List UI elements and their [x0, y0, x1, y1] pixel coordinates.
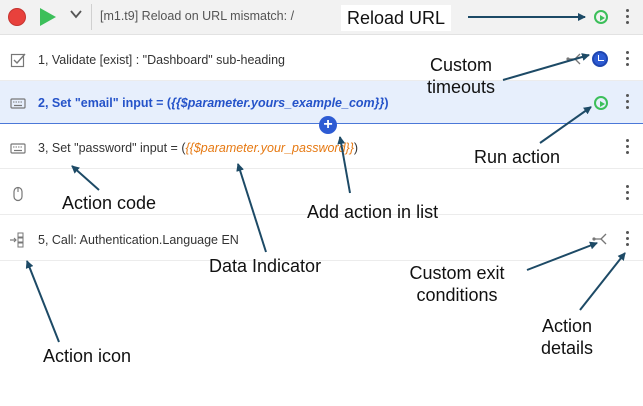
- exit-conditions-icon[interactable]: [566, 52, 582, 66]
- callout-reload-url: Reload URL: [341, 5, 452, 31]
- mouse-icon: [13, 186, 23, 202]
- data-indicator: {{$parameter.yours_example_com}}: [171, 96, 385, 110]
- action-menu-icon[interactable]: [624, 185, 630, 203]
- action-menu-icon[interactable]: [624, 231, 630, 249]
- callout-line: Custom exit: [409, 263, 505, 283]
- action-row-1[interactable]: 1, Validate [exist] : "Dashboard" sub-he…: [0, 38, 643, 81]
- action-code: 2, Set "email" input = (: [38, 96, 172, 110]
- action-text: 3, Set "password" input = ({{$parameter.…: [38, 141, 358, 155]
- chevron-down-icon[interactable]: [68, 6, 84, 22]
- add-action-button[interactable]: +: [319, 116, 337, 134]
- callout-line: details: [540, 338, 594, 358]
- callout-run-action: Run action: [474, 147, 561, 167]
- action-menu-icon[interactable]: [624, 51, 630, 69]
- keyboard-icon: [10, 98, 26, 109]
- timeout-icon[interactable]: [592, 51, 608, 67]
- callout-data-indicator: Data Indicator: [209, 256, 322, 276]
- callout-add-action: Add action in list: [307, 202, 439, 222]
- action-row-4[interactable]: [0, 172, 643, 215]
- play-icon[interactable]: [40, 8, 56, 26]
- action-text: 5, Call: Authentication.Language EN: [38, 233, 239, 247]
- action-row-3[interactable]: 3, Set "password" input = ({{$parameter.…: [0, 126, 643, 169]
- toolbar-divider: [91, 4, 92, 30]
- action-suffix: ): [384, 96, 389, 110]
- action-text: 1, Validate [exist] : "Dashboard" sub-he…: [38, 53, 285, 67]
- checkbox-icon: [10, 53, 26, 68]
- action-icon-arrow: [25, 260, 60, 343]
- callout-line: conditions: [416, 285, 498, 305]
- reload-url-icon[interactable]: [594, 10, 608, 24]
- callout-custom-exit: Custom exit conditions: [404, 262, 510, 306]
- data-indicator: {{$parameter.your_password}}: [185, 141, 354, 155]
- action-row-2[interactable]: 2, Set "email" input = ({{$parameter.you…: [0, 81, 643, 124]
- callout-line: Action: [541, 316, 593, 336]
- macro-toolbar: [m1.t9] Reload on URL mismatch: /: [0, 0, 643, 35]
- callout-line: Custom: [429, 55, 492, 75]
- macro-title: [m1.t9] Reload on URL mismatch: /: [100, 9, 295, 23]
- action-text: 2, Set "email" input = ({{$parameter.you…: [38, 96, 389, 110]
- action-suffix: ): [353, 141, 359, 155]
- callout-line: timeouts: [426, 77, 496, 97]
- action-menu-icon[interactable]: [624, 94, 630, 112]
- callout-custom-timeouts: Custom timeouts: [424, 54, 498, 98]
- action-row-5[interactable]: 5, Call: Authentication.Language EN: [0, 218, 643, 261]
- keyboard-icon: [10, 143, 26, 154]
- run-action-icon[interactable]: [594, 96, 608, 110]
- action-menu-icon[interactable]: [624, 139, 630, 157]
- callout-action-icon: Action icon: [43, 346, 132, 366]
- action-code: 3, Set "password" input = (: [38, 141, 186, 155]
- callout-action-details: Action details: [534, 315, 600, 359]
- callout-action-code: Action code: [62, 193, 157, 213]
- exit-conditions-icon[interactable]: [592, 232, 608, 246]
- flow-icon: [10, 232, 24, 248]
- action-details-arrow: [579, 252, 626, 311]
- toolbar-menu-icon[interactable]: [624, 9, 630, 27]
- record-icon[interactable]: [8, 8, 26, 26]
